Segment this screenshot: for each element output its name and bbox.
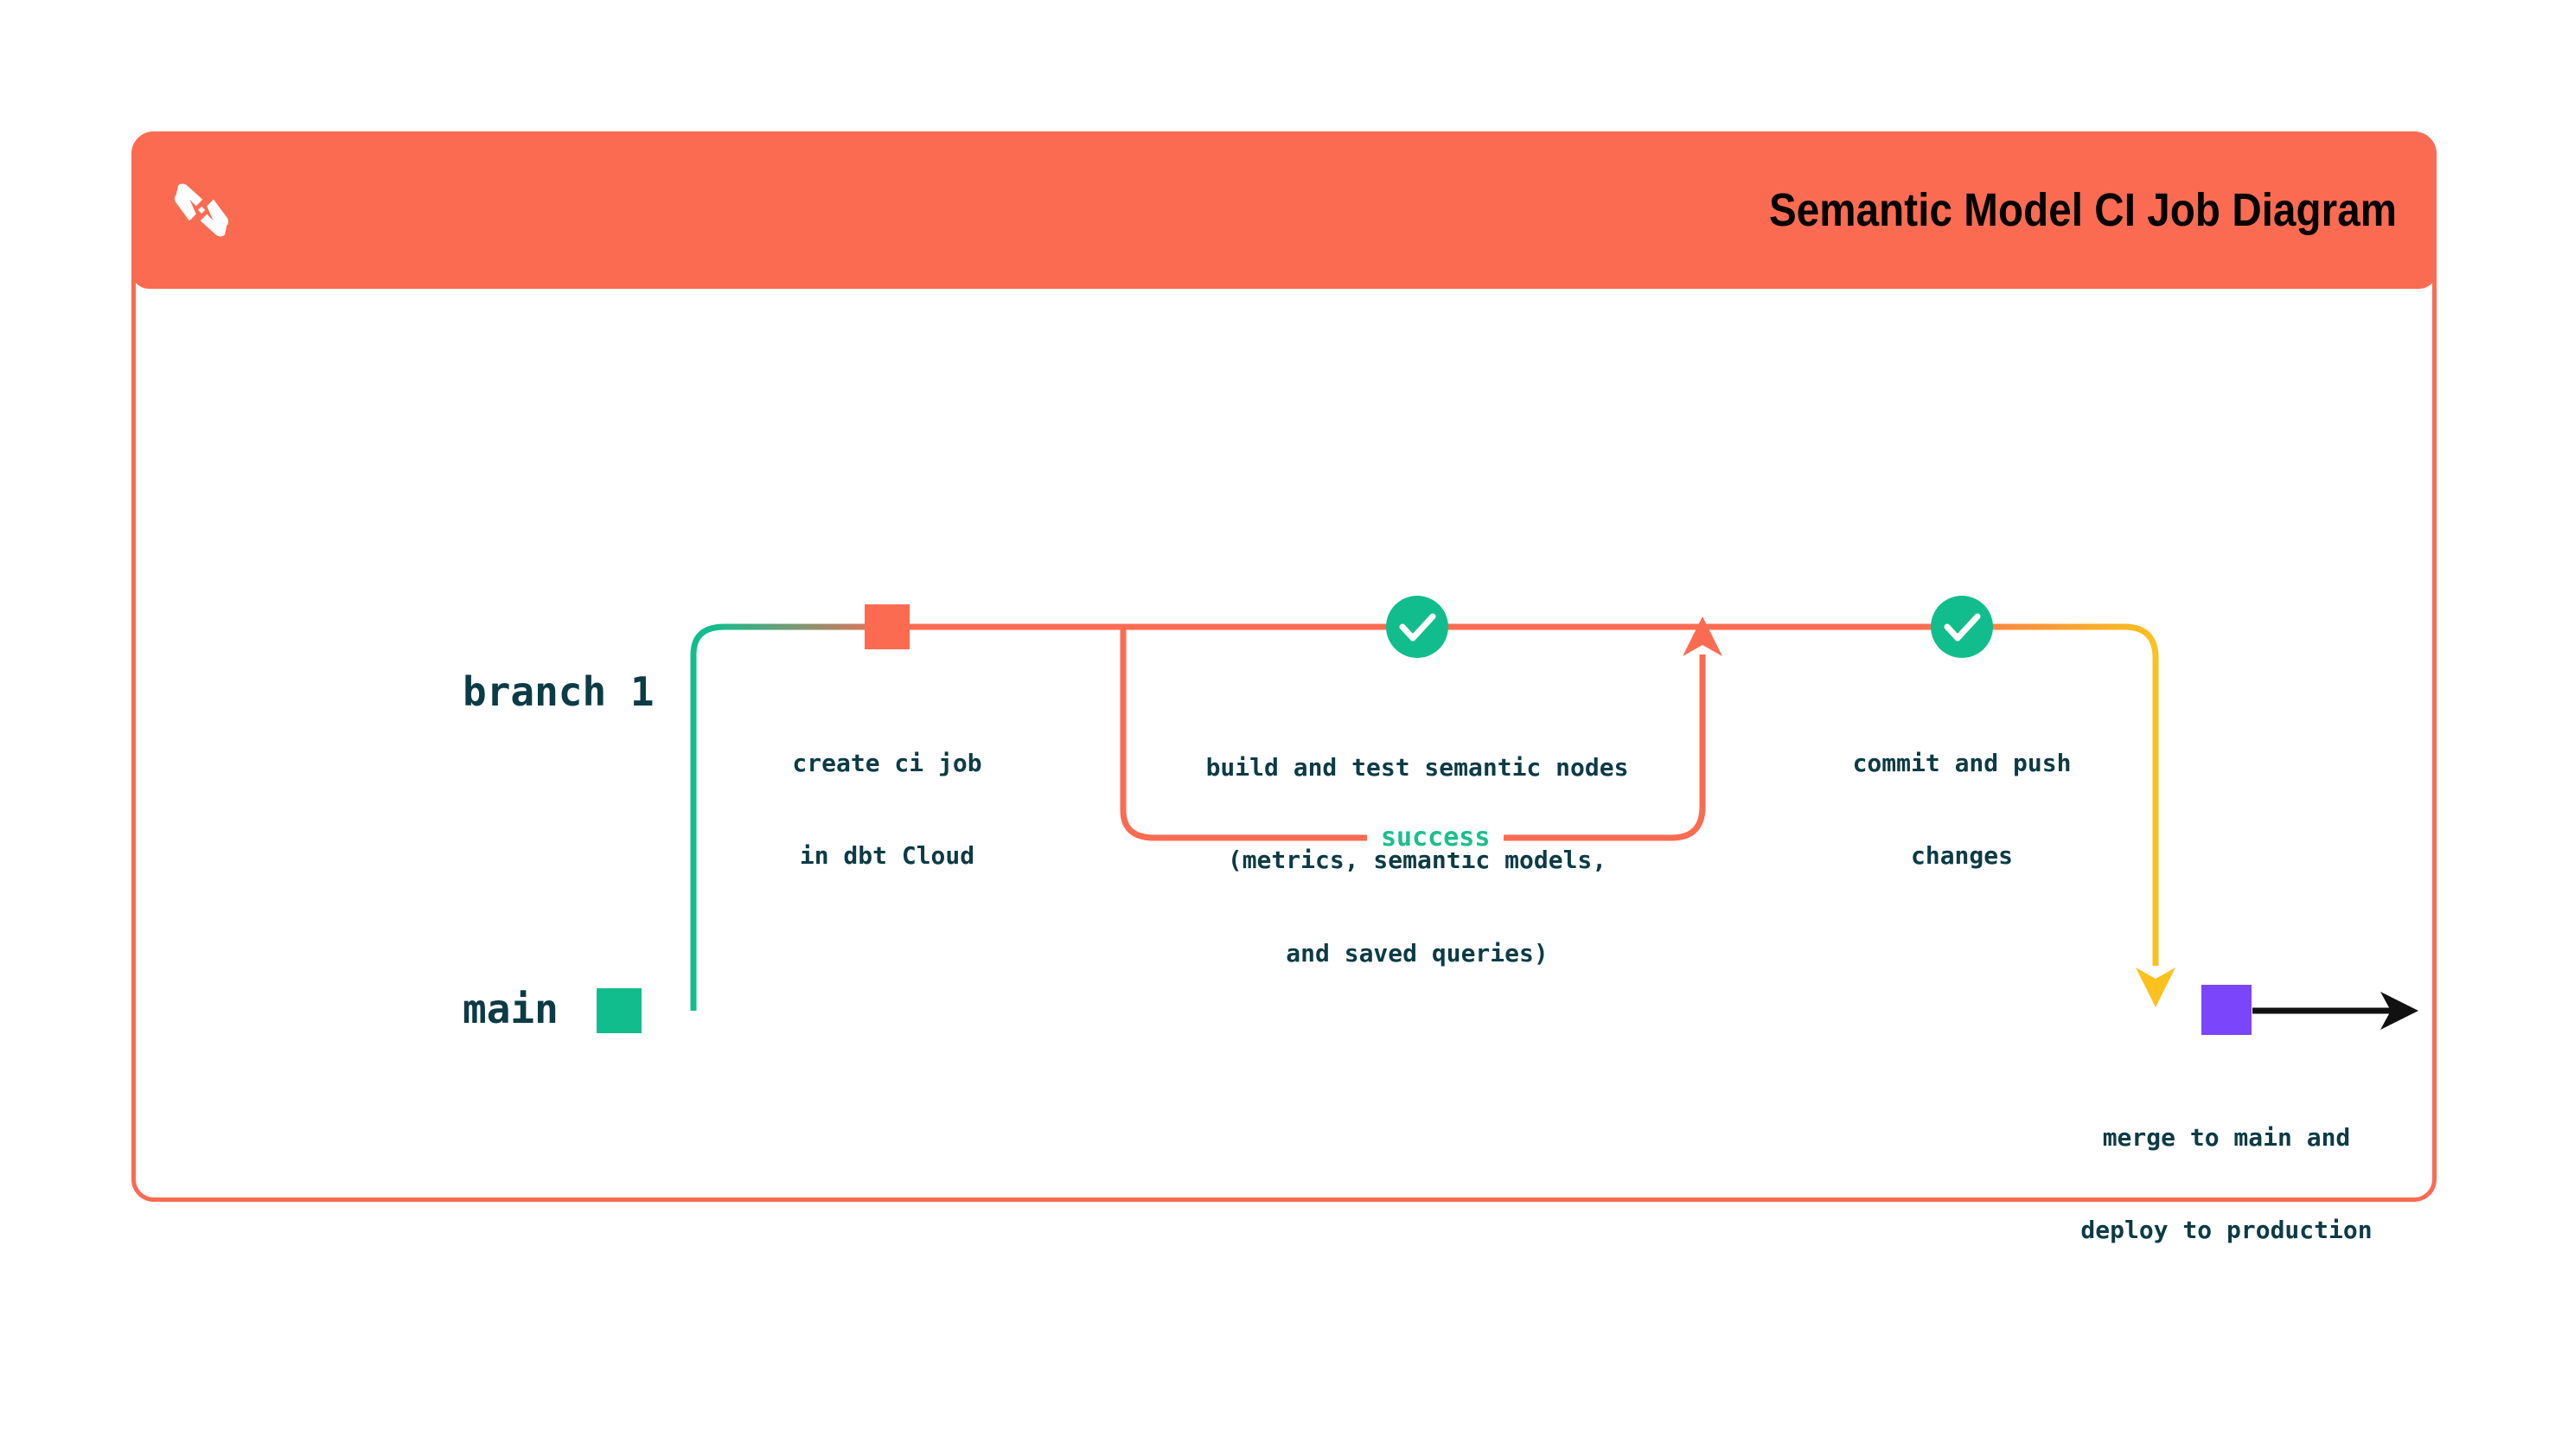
success-edge-label: success <box>1367 822 1504 853</box>
success-loop-arrowhead <box>1683 616 1722 656</box>
success-loop-left <box>1120 627 1374 841</box>
node-build-and-test[interactable] <box>1386 596 1448 658</box>
card-title: Semantic Model CI Job Diagram <box>1768 184 2397 236</box>
node-create-ci-job[interactable] <box>865 604 910 649</box>
merge-down-arrowhead <box>2136 967 2175 1007</box>
diagram-card: Semantic Model CI Job Diagram <box>131 131 2437 1244</box>
node-commit-and-push[interactable] <box>1931 596 1993 658</box>
branch-label-main: main <box>463 986 559 1032</box>
node-main-start[interactable] <box>597 988 642 1033</box>
node-label-commit-and-push: commit and push changes <box>1852 748 2072 871</box>
node-label-build-and-test: build and test semantic nodes (metrics, … <box>1205 752 1629 967</box>
branch-off-edge <box>690 623 897 1011</box>
node-label-merge-to-main: merge to main and deploy to production <box>2080 1122 2373 1245</box>
merge-down-edge <box>1917 623 2159 966</box>
dbt-logo-icon <box>168 176 235 244</box>
branch-label-branch-1: branch 1 <box>463 668 655 715</box>
git-flow-graphic: branch 1 main create ci job in dbt Cloud… <box>136 136 2432 1244</box>
card-header: Semantic Model CI Job Diagram <box>131 131 2437 289</box>
node-label-create-ci-job: create ci job in dbt Cloud <box>792 748 982 871</box>
production-arrowhead <box>2380 992 2418 1030</box>
node-merge-to-main[interactable] <box>2201 985 2252 1035</box>
diagram-canvas: Semantic Model CI Job Diagram <box>131 131 2437 1244</box>
success-loop-right <box>1474 655 1706 841</box>
